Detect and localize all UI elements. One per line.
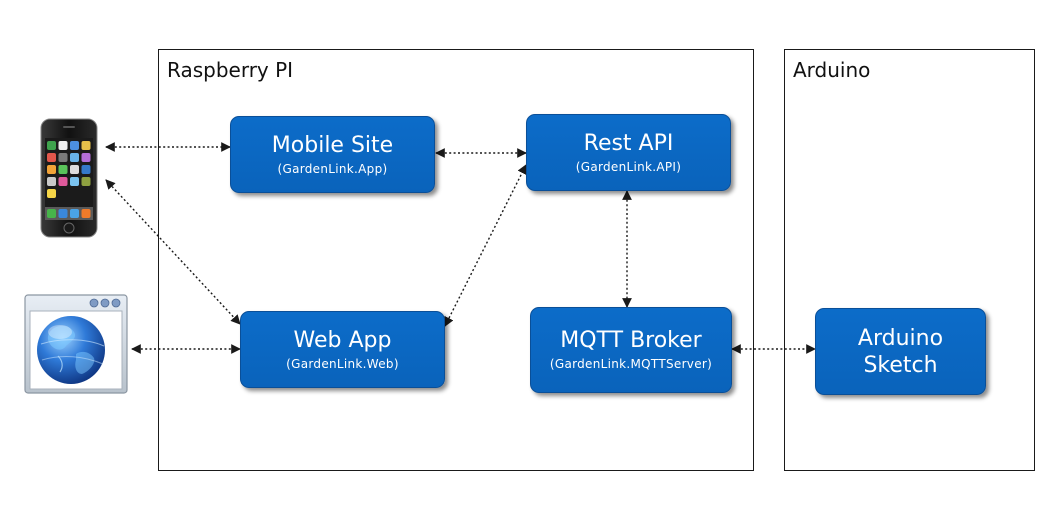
web-app-rest-api-connector [444, 164, 527, 327]
smartphone-icon [40, 118, 98, 238]
arduino-sketch-line2: Sketch [863, 352, 938, 378]
rest-api-title: Rest API [583, 130, 674, 156]
rest-api-subtitle: (GardenLink.API) [575, 159, 682, 174]
web-app-subtitle: (GardenLink.Web) [286, 356, 399, 371]
arduino-sketch-node: Arduino Sketch [815, 308, 986, 395]
arduino-label: Arduino [793, 58, 871, 82]
web-browser-globe-icon [24, 294, 128, 394]
raspberry-pi-label: Raspberry PI [167, 58, 294, 82]
web-app-title: Web App [293, 327, 392, 353]
phone-web-app-connector [105, 179, 241, 325]
mobile-site-subtitle: (GardenLink.App) [277, 161, 388, 176]
mobile-site-node: Mobile Site (GardenLink.App) [230, 116, 435, 193]
mqtt-broker-node: MQTT Broker (GardenLink.MQTTServer) [530, 307, 732, 393]
arduino-sketch-line1: Arduino [857, 325, 944, 351]
mqtt-broker-subtitle: (GardenLink.MQTTServer) [549, 357, 713, 371]
arduino-container: Arduino [784, 49, 1035, 471]
mqtt-broker-title: MQTT Broker [560, 328, 702, 353]
rest-api-node: Rest API (GardenLink.API) [526, 114, 731, 191]
web-app-node: Web App (GardenLink.Web) [240, 311, 445, 388]
mobile-site-title: Mobile Site [271, 132, 394, 158]
